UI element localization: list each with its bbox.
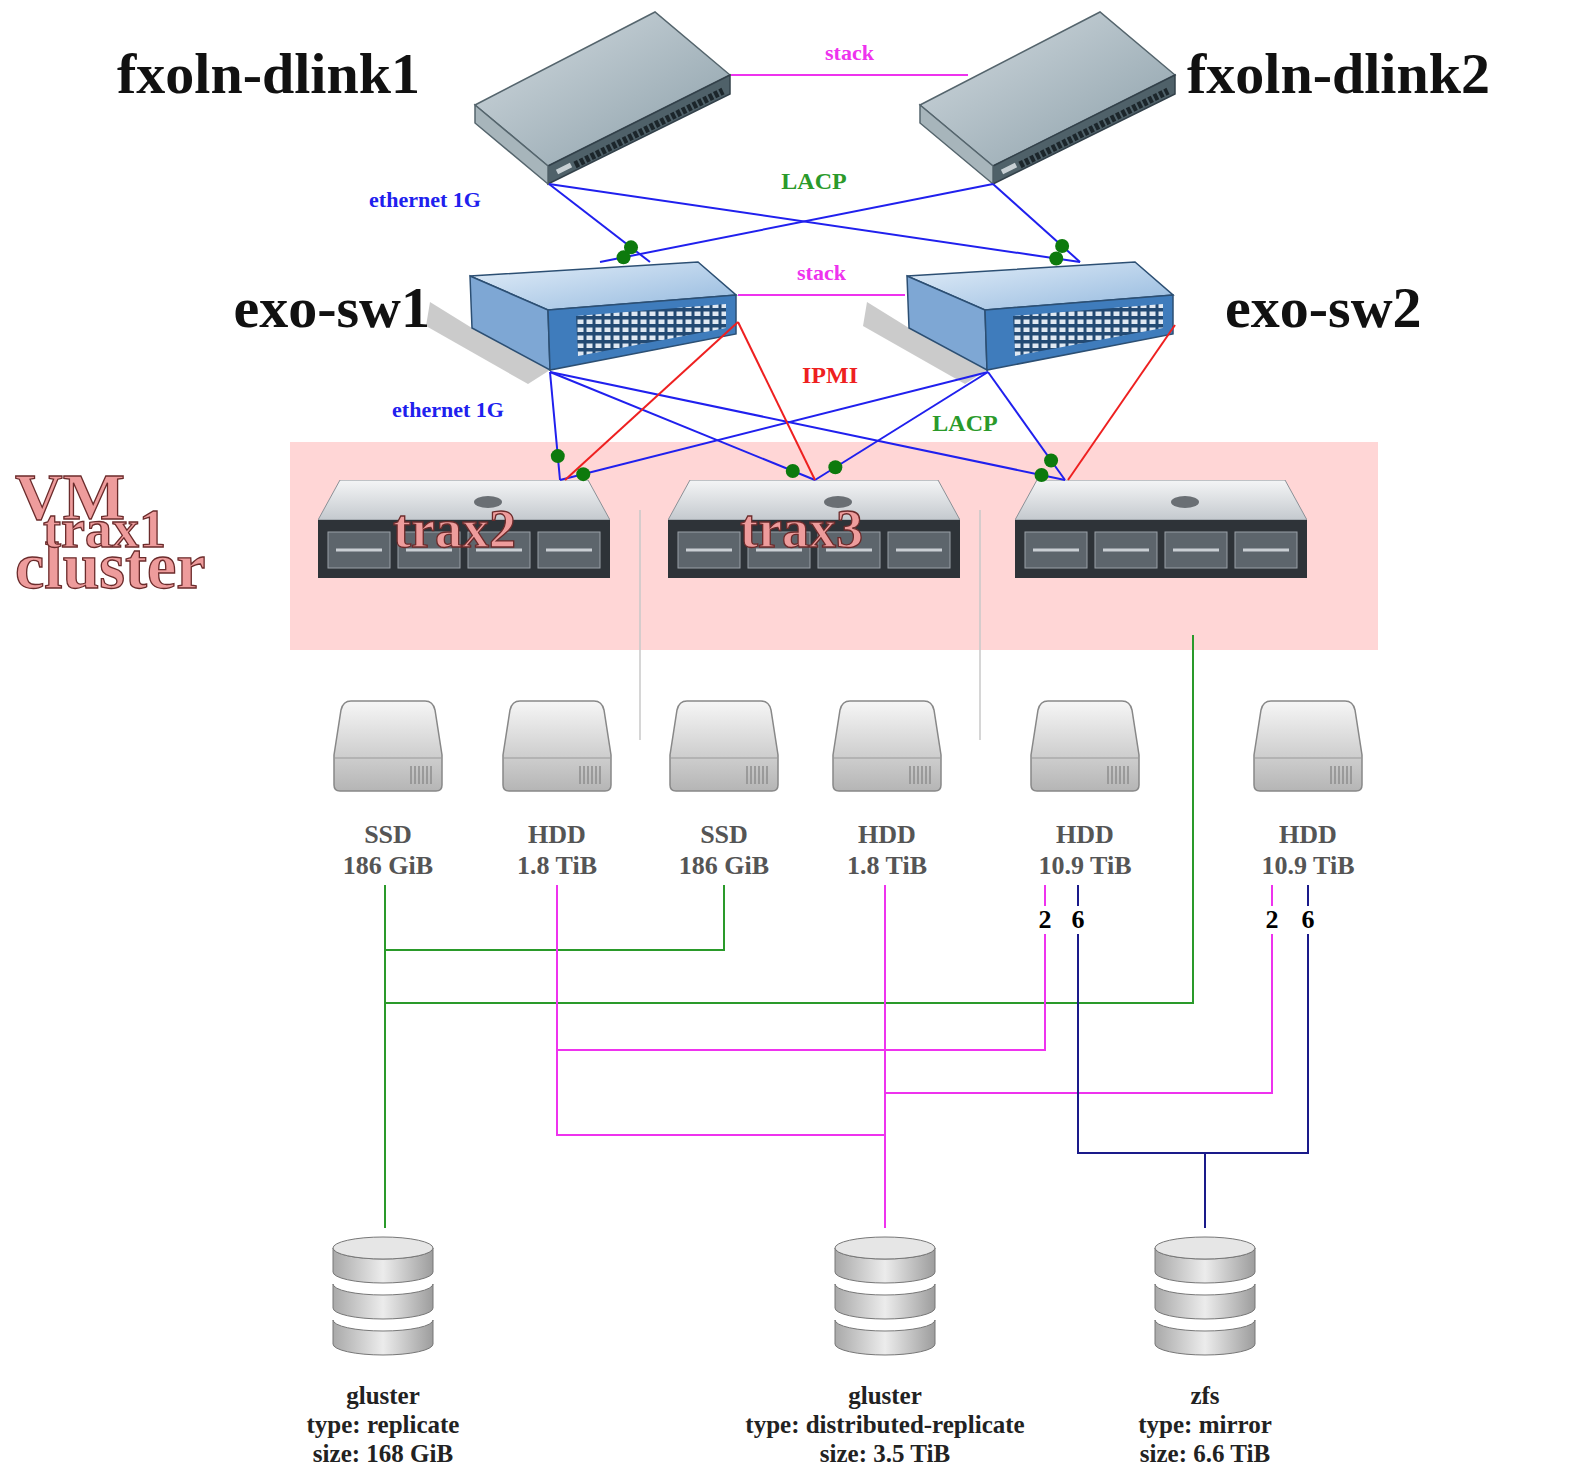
network-switch: fxoln-dlink2: [968, 8, 1180, 184]
database-icon: [1155, 1237, 1255, 1355]
pool-label: size: 6.6 TiB: [1140, 1439, 1270, 1468]
database-icon: [835, 1237, 935, 1355]
connector: [600, 184, 993, 262]
network-switch: fxoln-dlink1: [475, 8, 731, 184]
pool-label: size: 3.5 TiB: [820, 1439, 950, 1468]
network-switch: exo-sw2: [905, 262, 1175, 372]
server-label: trax2: [393, 500, 516, 561]
disk-label: 186 GiB: [679, 850, 769, 881]
disk-label: 1.8 TiB: [517, 850, 597, 881]
pool-label: type: mirror: [1138, 1410, 1272, 1439]
connector: [885, 885, 1272, 1228]
disk-label: HDD: [1056, 819, 1114, 850]
disk-label: 10.9 TiB: [1039, 850, 1132, 881]
disk: SSD186 GiB: [318, 698, 458, 885]
link-label: IPMI: [799, 362, 861, 388]
network-switch: exo-sw1: [468, 262, 738, 372]
lacp-dot: [1035, 468, 1049, 482]
vm-cluster-band: VM clustertrax1trax2trax3: [290, 442, 1378, 650]
storage-pool: glustertype: replicatesize: 168 GiB: [299, 1228, 468, 1472]
disk-icon: [1254, 701, 1362, 791]
cluster-band-fill: [290, 442, 1378, 650]
server-icon: [1015, 480, 1307, 578]
lacp-dot: [828, 460, 842, 474]
server-icon: [668, 480, 960, 578]
connector: [385, 635, 1193, 1228]
separator-line: [639, 510, 641, 740]
connector: [385, 885, 724, 1228]
switch-icon: [920, 12, 1175, 184]
disk: HDD1.8 TiB: [817, 698, 957, 885]
connector: [738, 322, 815, 480]
disk-icon: [833, 701, 941, 791]
connector: [993, 184, 1080, 262]
server-label: trax3: [740, 500, 863, 561]
disk-label: HDD: [858, 819, 916, 850]
connector: [1205, 885, 1308, 1228]
lacp-dot: [1049, 252, 1063, 266]
partition-number: 6: [1299, 906, 1318, 935]
disk-icon: [503, 701, 611, 791]
connector: [1078, 885, 1205, 1228]
connector: [1068, 325, 1175, 480]
lacp-dot: [551, 449, 565, 463]
lacp-dot: [786, 464, 800, 478]
switch-label: fxoln-dlink1: [117, 42, 420, 106]
connector: [550, 372, 560, 480]
connector: [557, 885, 1045, 1228]
disk: SSD186 GiB: [654, 698, 794, 885]
switch-icon: [475, 12, 730, 184]
pool-label: gluster: [346, 1381, 420, 1410]
server-icon: [318, 480, 610, 578]
disk-icon: [334, 701, 442, 791]
server: trax3: [1015, 480, 1307, 635]
switch-label: exo-sw2: [1225, 276, 1422, 340]
lacp-dot: [1055, 239, 1069, 253]
link-label: ethernet 1G: [366, 188, 484, 212]
edge-label: stack: [794, 261, 849, 285]
separator-line: [979, 510, 981, 740]
lacp-dot: [1044, 453, 1058, 467]
disk-icon: [670, 701, 778, 791]
database-icon: [333, 1237, 433, 1355]
disk-label: SSD: [364, 819, 412, 850]
disk-label: 10.9 TiB: [1262, 850, 1355, 881]
pool-label: type: replicate: [307, 1410, 460, 1439]
connector: [549, 184, 1080, 262]
connector: [557, 885, 885, 1228]
link-label: LACP: [778, 168, 849, 194]
switch-icon: [863, 262, 1173, 384]
switch-label: fxoln-dlink2: [1187, 42, 1490, 106]
disk: HDD10.9 TiB: [1015, 698, 1155, 885]
disk-label: HDD: [528, 819, 586, 850]
edge-label: stack: [822, 41, 877, 65]
disk: HDD1.8 TiB: [487, 698, 627, 885]
link-label: LACP: [929, 410, 1000, 436]
storage-pool: glustertype: distributed-replicatesize: …: [737, 1228, 1032, 1472]
connector: [731, 74, 968, 76]
connector: [565, 322, 738, 480]
partition-number: 2: [1036, 906, 1055, 935]
pool-label: type: distributed-replicate: [745, 1410, 1024, 1439]
disk-icon: [1031, 701, 1139, 791]
disk-label: 186 GiB: [343, 850, 433, 881]
link-label: ethernet 1G: [389, 398, 507, 422]
disk-label: HDD: [1279, 819, 1337, 850]
lacp-dot: [617, 250, 631, 264]
disk-label: SSD: [700, 819, 748, 850]
storage-pool: zfstype: mirrorsize: 6.6 TiB: [1130, 1228, 1280, 1472]
partition-number: 6: [1069, 906, 1088, 935]
switch-label: exo-sw1: [233, 276, 430, 340]
lacp-dot: [576, 467, 590, 481]
partition-number: 2: [1263, 906, 1282, 935]
pool-label: size: 168 GiB: [313, 1439, 453, 1468]
server-label: trax1: [43, 500, 166, 561]
pool-label: zfs: [1190, 1381, 1219, 1410]
connector: [738, 294, 905, 296]
disk-label: 1.8 TiB: [847, 850, 927, 881]
pool-label: gluster: [848, 1381, 922, 1410]
disk: HDD10.9 TiB: [1238, 698, 1378, 885]
